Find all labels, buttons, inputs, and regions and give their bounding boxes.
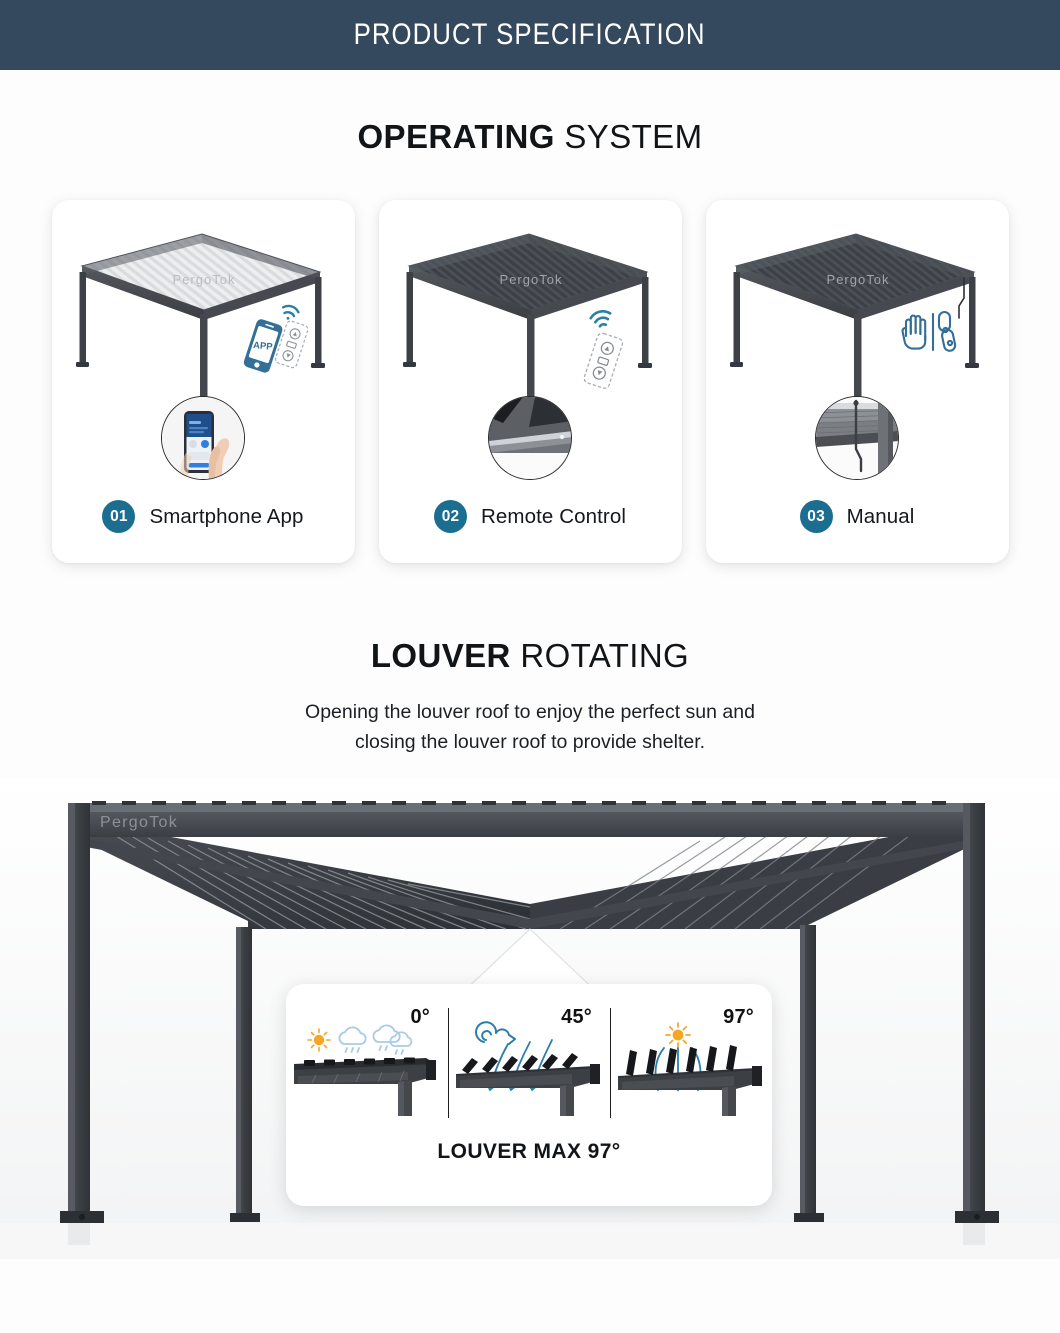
card-number-badge: 01 [102, 500, 136, 533]
louver-angle-panel: 0° [286, 984, 772, 1206]
operating-system-section: OPERATING SYSTEM [0, 118, 1060, 563]
wind-swirl-icon [475, 1021, 516, 1045]
louver-closed-illustration [294, 1024, 436, 1116]
heading-light-part: ROTATING [510, 637, 690, 674]
phone-app-label: APP [252, 340, 273, 353]
card-label: Remote Control [481, 504, 626, 528]
large-pergola-figure: PergoTok [0, 779, 1060, 1259]
louver-description: Opening the louver roof to enjoy the per… [0, 697, 1060, 757]
operating-system-heading: OPERATING SYSTEM [0, 118, 1060, 156]
louver-closeup-photo [489, 397, 571, 479]
remote-outline-icon [583, 332, 623, 389]
heading-bold-part: OPERATING [357, 118, 555, 155]
inset-photo-louver-closeup [488, 396, 572, 480]
card-caption: 01 Smartphone App [52, 500, 355, 533]
louver-description-line-2: closing the louver roof to provide shelt… [354, 731, 706, 753]
pergola-brand-logo: PergoTok [172, 272, 235, 287]
inset-photo-manual-crank [815, 396, 899, 480]
sun-icon [665, 1022, 691, 1048]
pergola-brand-logo: PergoTok [826, 272, 889, 287]
card-number-badge: 03 [799, 500, 833, 533]
operating-mode-card-remote-control[interactable]: PergoTok [378, 200, 682, 563]
smartphone-app-icon: APP [243, 304, 308, 373]
operating-mode-card-smartphone-app[interactable]: PergoTok [51, 200, 355, 563]
rain-cloud-icon-2 [372, 1024, 413, 1055]
angle-value: 97° [723, 1006, 754, 1028]
louver-max-open-illustration [618, 1022, 762, 1116]
louver-angle-row: 0° [286, 984, 772, 1144]
manual-crank-photo [816, 397, 898, 479]
card-caption: 02 Remote Control [379, 500, 682, 533]
inset-photo-hand-holding-phone [161, 396, 245, 480]
card-number-badge: 02 [434, 500, 468, 533]
louver-max-label: LOUVER MAX 97° [437, 1140, 621, 1163]
page-header-banner: PRODUCT SPECIFICATION [0, 0, 1060, 70]
operating-system-card-list: PergoTok [0, 200, 1060, 563]
hand-crank-icon [901, 310, 956, 352]
angle-value: 0° [410, 1006, 430, 1028]
pergola-illustration: PergoTok [729, 233, 979, 404]
page-title: PRODUCT SPECIFICATION [354, 18, 706, 51]
phone-icon: APP [243, 319, 282, 373]
pergola-illustration: PergoTok [402, 233, 652, 404]
sun-icon [307, 1028, 331, 1052]
crank-rod [957, 277, 965, 319]
hand-holding-phone-photo [162, 397, 244, 479]
louver-angle-state-0: 0° [286, 984, 448, 1144]
pergola-brand-logo: PergoTok [499, 272, 562, 287]
louver-angle-state-45: 45° [448, 984, 610, 1144]
card-label: Smartphone App [149, 504, 304, 528]
pergola-illustration: PergoTok [75, 233, 325, 404]
rain-cloud-icon [338, 1026, 367, 1053]
large-pergola-illustration: PergoTok [0, 779, 1060, 1259]
remote-control-icon [583, 310, 623, 389]
louver-rotating-heading: LOUVER ROTATING [0, 637, 1060, 675]
operating-mode-card-manual[interactable]: PergoTok [705, 200, 1009, 563]
heading-bold-part: LOUVER [370, 637, 511, 674]
card-caption: 03 Manual [706, 500, 1009, 533]
card-label: Manual [846, 504, 915, 528]
heading-light-part: SYSTEM [554, 118, 703, 155]
louver-angle-state-97: 97° [610, 984, 772, 1144]
louver-description-line-1: Opening the louver roof to enjoy the per… [305, 701, 755, 723]
angle-value: 45° [561, 1006, 592, 1028]
remote-outline-icon [274, 320, 308, 369]
louver-half-open-illustration [456, 1021, 600, 1116]
pergola-brand-logo: PergoTok [100, 814, 178, 831]
louver-rotating-section: LOUVER ROTATING Opening the louver roof … [0, 637, 1060, 1259]
